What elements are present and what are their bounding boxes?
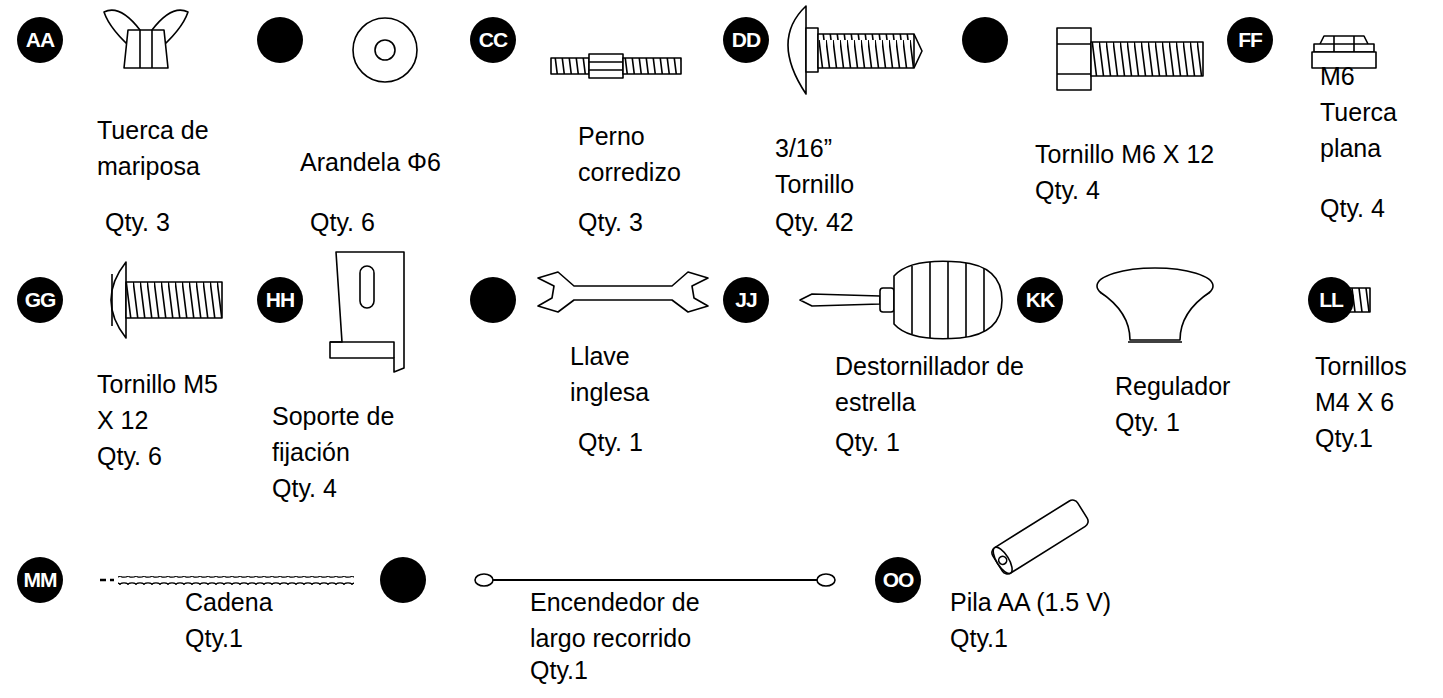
quantity-label: Qty. 4	[272, 470, 337, 506]
part-name: Perno corredizo	[578, 118, 728, 190]
part-name: Llave inglesa	[570, 338, 680, 410]
part-name: Destornillador de estrella	[835, 348, 1025, 420]
quantity-label: Qty.1	[530, 652, 588, 688]
part-letter-badge: FF	[1227, 17, 1273, 63]
quantity-label: Qty.1	[950, 620, 1008, 656]
part-name: Cadena	[185, 584, 273, 620]
quantity-label: Qty. 6	[97, 438, 162, 474]
quantity-label: Qty. 3	[105, 204, 170, 240]
part-letter-badge: GG	[17, 277, 63, 323]
part-letter: CC	[479, 28, 507, 52]
quantity-label: Qty. 42	[775, 204, 854, 240]
part-letter: LL	[1319, 288, 1343, 312]
part-name: Tornillo M6 X 12 Qty. 4	[1035, 136, 1215, 208]
part-letter: HH	[266, 288, 294, 312]
part-letter: KK	[1026, 288, 1054, 312]
part-name: Encendedor de largo recorrido	[530, 584, 735, 656]
part-name: Pila AA (1.5 V)	[950, 584, 1111, 620]
part-name: M6 Tuerca plana	[1320, 58, 1412, 166]
part-letter-badge: CC	[470, 17, 516, 63]
part-letter: JJ	[735, 288, 756, 312]
part-letter: AA	[26, 28, 54, 52]
part-name: Regulador	[1115, 368, 1230, 404]
part-letter: OO	[883, 568, 914, 592]
part-letter-badge: AA	[17, 17, 63, 63]
part-name: Tornillo M5 X 12	[97, 366, 219, 438]
quantity-label: Qty. 4	[1320, 190, 1385, 226]
part-letter-badge: KK	[1017, 277, 1063, 323]
part-letter: FF	[1238, 28, 1262, 52]
part-letter-badge: MM	[17, 557, 63, 603]
part-name: Arandela Φ6	[300, 144, 441, 180]
part-letter-badge: HH	[257, 277, 303, 323]
quantity-label: Qty. 1	[835, 424, 900, 460]
part-letter-badge: DD	[723, 17, 769, 63]
part-letter-badge: JJ	[723, 277, 769, 323]
part-letter: DD	[732, 28, 760, 52]
part-name: Soporte de fijación	[272, 398, 422, 470]
quantity-label: Qty.1	[185, 620, 243, 656]
quantity-label: Qty. 6	[310, 204, 375, 240]
part-name: 3/16” Tornillo	[775, 130, 885, 202]
quantity-label: Qty. 1	[578, 424, 643, 460]
part-name: Tornillos M4 X 6	[1315, 348, 1435, 420]
part-letter: MM	[24, 568, 57, 592]
part-letter-badge: OO	[875, 557, 921, 603]
quantity-label: Qty.1	[1315, 420, 1373, 456]
quantity-label: Qty. 1	[1115, 404, 1180, 440]
part-letter: GG	[25, 288, 56, 312]
quantity-label: Qty. 3	[578, 204, 643, 240]
part-name: Tuerca de mariposa	[97, 112, 247, 184]
part-letter-badge: LL	[1308, 277, 1354, 323]
